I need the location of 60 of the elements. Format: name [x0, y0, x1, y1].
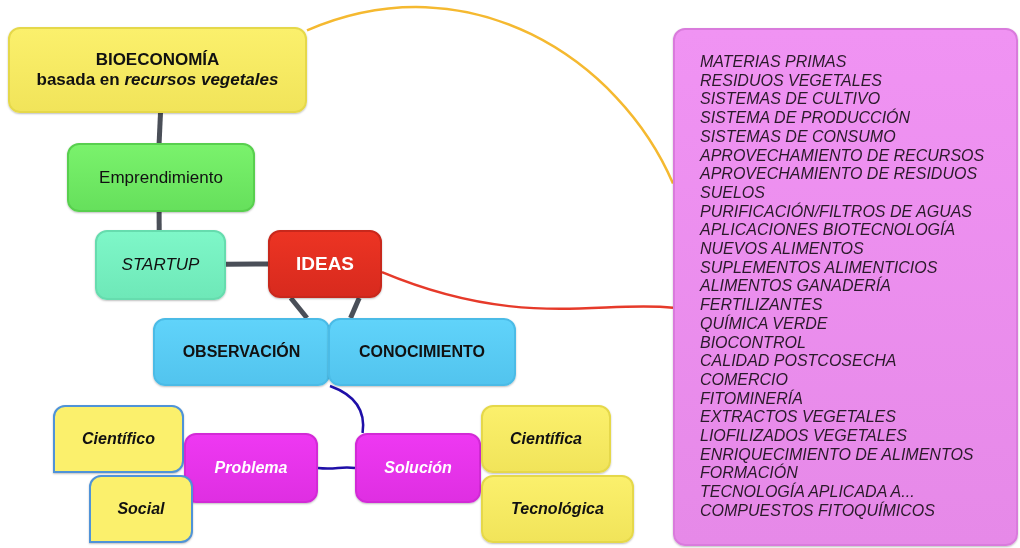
topic-label: OBSERVACIÓN [182, 343, 301, 361]
list-item: BIOCONTROL [700, 333, 806, 353]
topic-label: STARTUP [121, 255, 200, 275]
list-item: ENRIQUECIMIENTO DE ALIMENTOS [700, 445, 974, 464]
topic-label: BIOECONOMÍA [95, 50, 220, 70]
list-item: CALIDAD POSTCOSECHA [700, 352, 897, 371]
topic-box [153, 318, 330, 386]
connector-line [317, 466, 356, 470]
topic-label: CONOCIMIENTO [359, 343, 485, 361]
topic-label: Problema [214, 459, 288, 477]
topic-label: Social [117, 500, 165, 518]
topic-label: Tecnológica [511, 500, 604, 518]
topic-label: basada en recursos vegetales [36, 70, 279, 90]
list-item: APROVECHAMIENTO DE RECURSOS [700, 146, 985, 166]
list-item: TECNOLOGÍA APLICADA A... [700, 483, 915, 501]
topic-label: Emprendimiento [99, 167, 223, 188]
subtopic-box [89, 475, 193, 543]
list-item: MATERIAS PRIMAS [700, 53, 847, 72]
subtopic-box [481, 475, 634, 543]
list-item: EXTRACTOS VEGETALES [700, 408, 896, 428]
list-panel [673, 28, 1018, 546]
topic-label: Científico [82, 430, 155, 448]
list-item: COMERCIO [700, 370, 788, 389]
list-item: LIOFILIZADOS VEGETALES [700, 427, 907, 446]
connector-line [381, 271, 674, 310]
connector-line [156, 112, 163, 144]
list-item: FITOMINERÍA [700, 389, 803, 409]
connector-line [156, 212, 162, 230]
subtopic-box [53, 405, 184, 473]
list-item: APROVECHAMIENTO DE RESIDUOS [700, 165, 978, 184]
list-item: SUELOS [700, 183, 765, 202]
topic-box [95, 230, 226, 300]
list-item: APLICACIONES BIOTECNOLOGÍA [700, 221, 956, 241]
topic-box [184, 433, 318, 503]
subtopic-box [481, 405, 611, 473]
list-item: RESIDUOS VEGETALES [700, 71, 882, 91]
connector-line [348, 297, 362, 319]
topic-label: Científica [510, 430, 582, 448]
topic-label: IDEAS [295, 253, 355, 275]
list-item: COMPUESTOS FITOQUÍMICOS [700, 501, 935, 521]
connector-line [329, 384, 365, 434]
topic-label: Solución [384, 459, 452, 477]
list-item: FORMACIÓN [700, 464, 798, 482]
topic-box [67, 143, 255, 212]
list-item: SUPLEMENTOS ALIMENTICIOS [700, 258, 938, 276]
central-topic-box [268, 230, 382, 298]
list-item: QUÍMICA VERDE [700, 314, 828, 334]
connector-line [288, 296, 309, 320]
list-item: SISTEMAS DE CONSUMO [700, 127, 896, 147]
list-item: FERTILIZANTES [700, 296, 823, 314]
list-item: SISTEMA DE PRODUCCIÓN [700, 109, 911, 128]
list-item: PURIFICACIÓN/FILTROS DE AGUAS [700, 202, 973, 220]
list-item: ALIMENTOS GANADERÍA [700, 277, 891, 297]
topic-box [328, 318, 516, 386]
connector-line [226, 261, 268, 267]
connector-line [306, 6, 675, 184]
list-item: NUEVOS ALIMENTOS [700, 240, 864, 259]
topic-box [8, 27, 307, 113]
topic-box [355, 433, 481, 503]
list-item: SISTEMAS DE CULTIVO [700, 90, 881, 108]
